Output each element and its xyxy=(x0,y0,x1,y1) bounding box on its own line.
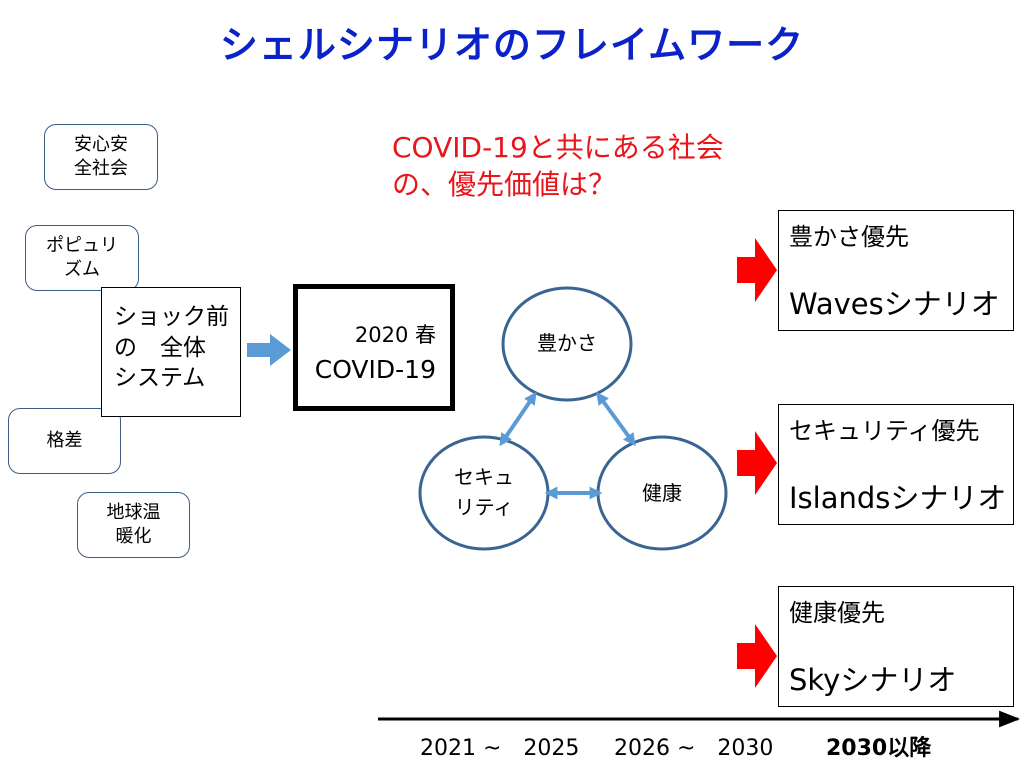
double-arrow-icon xyxy=(499,391,537,447)
question-line-2: の、優先価値は？ xyxy=(392,167,617,201)
driver-safe-society: 安心安 全社会 xyxy=(44,124,158,190)
driver-global-warming: 地球温 暖化 xyxy=(77,492,190,558)
pre-shock-system-box: ショック前 の 全体 システム xyxy=(101,287,241,417)
scenario-arrow-icon xyxy=(737,238,777,302)
driver-populism: ポピュリ ズム xyxy=(25,225,139,291)
value-label-health: 健康 xyxy=(642,481,682,505)
driver-inequality: 格差 xyxy=(8,408,121,474)
scenario-name: Wavesシナリオ xyxy=(789,287,1000,321)
scenario-priority: 健康優先 xyxy=(789,599,885,627)
flow-arrow-icon xyxy=(247,334,291,366)
scenario-box-waves: 豊かさ優先 Wavesシナリオ xyxy=(778,210,1014,331)
covid-label: COVID-19 xyxy=(314,355,436,384)
scenario-box-sky: 健康優先 Skyシナリオ xyxy=(778,586,1014,707)
covid-date: 2020 春 xyxy=(354,323,436,347)
scenario-box-islands: セキュリティ優先 Islandsシナリオ xyxy=(778,404,1014,525)
scenario-arrow-icon xyxy=(737,624,777,688)
scenario-name: Islandsシナリオ xyxy=(789,481,1007,515)
page-title: シェルシナリオのフレイムワーク xyxy=(219,23,805,67)
value-node-wealth xyxy=(501,286,633,402)
driver-label: 地球温 暖化 xyxy=(106,501,161,547)
value-label-security: セキュ リティ xyxy=(454,465,514,519)
scenario-priority: 豊かさ優先 xyxy=(789,223,909,251)
timeline-period-2: 2026 ~ 2030 xyxy=(614,736,774,761)
timeline-period-1: 2021 ~ 2025 xyxy=(420,736,580,761)
driver-label: 安心安 全社会 xyxy=(74,133,128,179)
scenario-name: Skyシナリオ xyxy=(789,663,957,697)
scenario-priority: セキュリティ優先 xyxy=(789,417,980,445)
timeline-period-3: 2030以降 xyxy=(826,736,932,761)
double-arrow-icon xyxy=(596,391,636,447)
covid-box: 2020 春 COVID-19 xyxy=(293,284,455,411)
priority-question: COVID-19と共にある社会 の、優先価値は？ xyxy=(392,130,724,204)
question-line-1: COVID-19と共にある社会 xyxy=(392,131,724,164)
driver-label: ポピュリ ズム xyxy=(46,234,118,280)
driver-label: 格差 xyxy=(46,429,83,451)
scenario-arrow-icon xyxy=(737,431,777,495)
value-label-wealth: 豊かさ xyxy=(537,331,597,355)
